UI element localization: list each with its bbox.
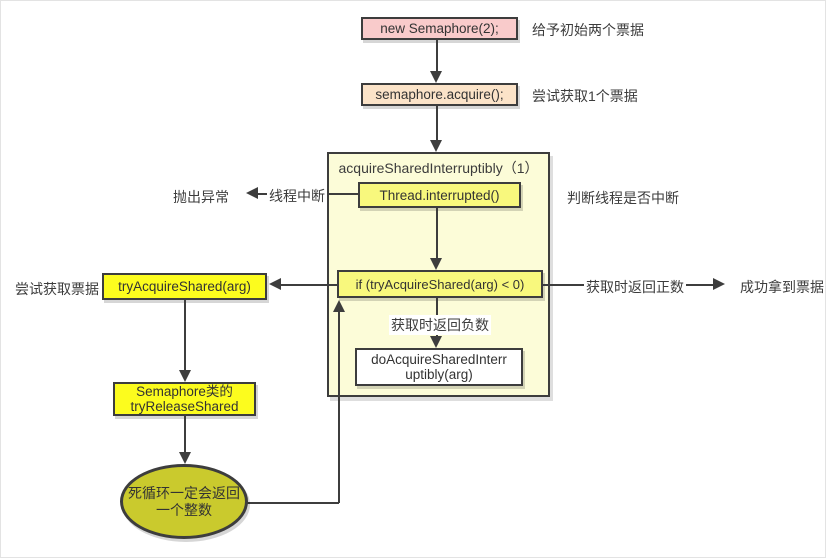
node-semaphore-class-line2: tryReleaseShared [130, 399, 239, 414]
connector-loop-vertical [338, 312, 340, 503]
connector-class-to-ellipse [184, 416, 186, 452]
arrowhead-up-icon [333, 300, 345, 312]
node-do-acquire-line1: doAcquireSharedInterr [371, 352, 507, 367]
connector-loop-horizontal [247, 502, 339, 504]
arrowhead-down-icon [430, 140, 442, 152]
node-do-acquire-line2: uptibly(arg) [405, 367, 473, 382]
connector-tryacquire-to-class [184, 300, 186, 370]
arrowhead-down-icon [179, 370, 191, 382]
label-return-negative: 获取时返回负数 [389, 315, 491, 335]
node-if-try-acquire: if (tryAcquireShared(arg) < 0) [337, 270, 543, 298]
arrowhead-down-icon [430, 71, 442, 83]
node-semaphore-class: Semaphore类的 tryReleaseShared [113, 382, 256, 416]
arrowhead-right-icon [713, 278, 725, 290]
arrowhead-down-icon [430, 258, 442, 270]
group-title: acquireSharedInterruptibly（1） [338, 160, 539, 176]
arrowhead-down-icon [179, 452, 191, 464]
label-return-positive: 获取时返回正数 [584, 277, 686, 297]
label-judge-interrupt: 判断线程是否中断 [567, 190, 679, 206]
label-got-ticket: 成功拿到票据 [740, 279, 824, 295]
node-try-acquire-shared: tryAcquireShared(arg) [102, 273, 267, 300]
node-thread-interrupted: Thread.interrupted() [358, 182, 521, 208]
label-thread-interrupt: 线程中断 [267, 186, 327, 206]
connector-thread-to-if [436, 208, 438, 258]
label-throw-exception: 抛出异常 [173, 189, 229, 205]
connector-acquire-to-container [436, 106, 438, 140]
node-loop-ellipse-line1: 死循环一定会返回 [128, 484, 240, 501]
node-semaphore-acquire: semaphore.acquire(); [361, 83, 518, 106]
label-initial-tickets: 给予初始两个票据 [532, 22, 644, 38]
node-loop-ellipse-line2: 一个整数 [156, 501, 212, 518]
node-new-semaphore: new Semaphore(2); [361, 17, 518, 40]
arrowhead-down-icon [430, 336, 442, 348]
node-do-acquire-shared: doAcquireSharedInterr uptibly(arg) [355, 348, 523, 386]
arrowhead-left-icon [269, 278, 281, 290]
label-try-one-ticket: 尝试获取1个票据 [532, 88, 638, 104]
node-loop-ellipse: 死循环一定会返回 一个整数 [120, 464, 248, 539]
node-semaphore-class-line1: Semaphore类的 [136, 384, 233, 399]
connector-new-to-acquire [436, 40, 438, 71]
connector-if-to-tryacquire [280, 284, 337, 286]
label-try-get-ticket: 尝试获取票据 [15, 281, 99, 297]
arrowhead-left-icon [246, 187, 258, 199]
